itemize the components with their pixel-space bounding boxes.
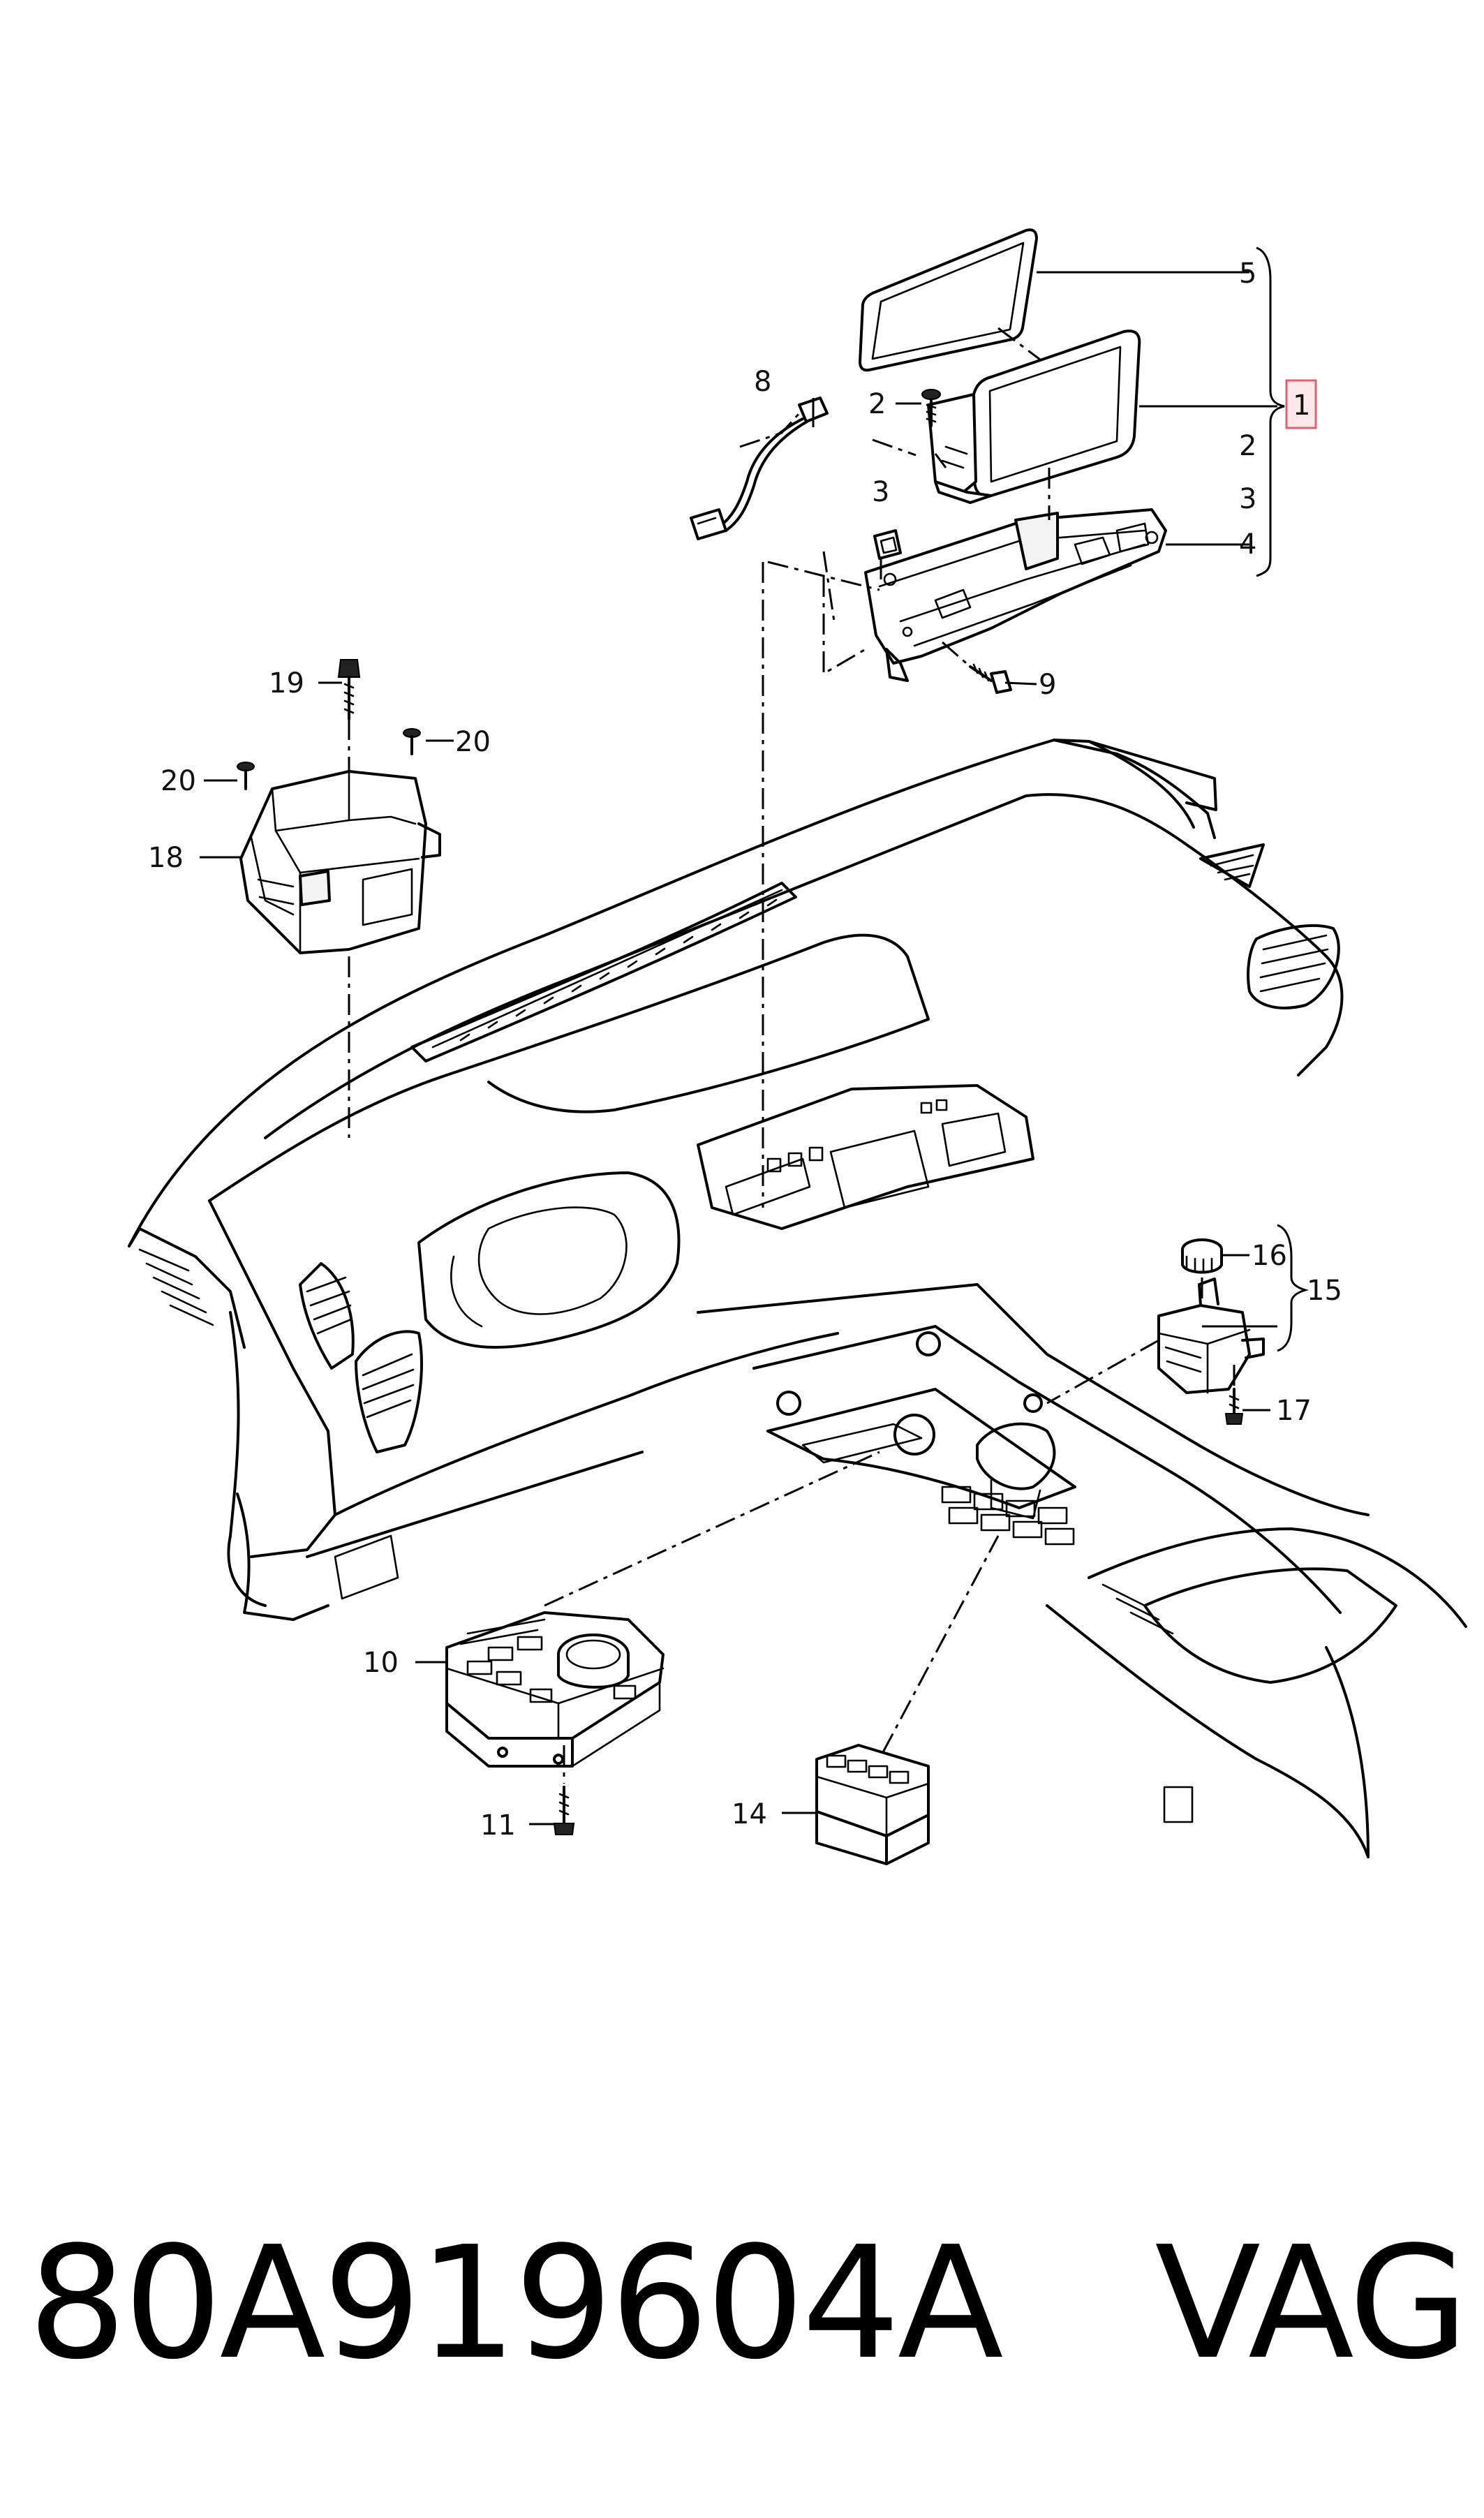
part-8-cable — [690, 397, 829, 540]
callout-19[interactable]: 19 — [269, 667, 304, 699]
part-number: 80A919604A — [28, 2214, 1004, 2394]
part-9-bolt — [969, 663, 1012, 694]
callout-3-part[interactable]: 3 — [872, 476, 889, 508]
callout-17[interactable]: 17 — [1276, 1395, 1312, 1427]
part-11-screw — [553, 1786, 575, 1835]
part-19-bolt — [337, 659, 361, 720]
part-2-screw — [921, 389, 941, 427]
part-17-screw — [1224, 1388, 1244, 1425]
callout-2-top[interactable]: 2 — [868, 388, 886, 420]
callout-16[interactable]: 16 — [1252, 1240, 1287, 1272]
callout-10[interactable]: 10 — [363, 1647, 399, 1679]
assembly-lines — [348, 327, 1236, 1784]
callout-11[interactable]: 11 — [480, 1809, 516, 1842]
part-5-display-cover — [859, 228, 1038, 372]
part-15-switch-assembly — [1157, 1277, 1265, 1394]
callout-2-bracket[interactable]: 2 — [1239, 430, 1256, 462]
callout-8[interactable]: 8 — [754, 366, 771, 398]
part-4-mounting-bracket — [864, 508, 1167, 682]
callout-20-right[interactable]: 20 — [455, 726, 491, 758]
callout-9[interactable]: 9 — [1039, 669, 1056, 701]
part-3-clip-nut — [873, 529, 902, 560]
part-number-caption: 80A919604A VAG — [28, 2209, 1469, 2398]
callout-4[interactable]: 4 — [1239, 528, 1256, 561]
part-18-control-module — [239, 770, 441, 954]
part-14-switch-unit — [815, 1744, 930, 1865]
brand-name: VAG — [1155, 2214, 1469, 2394]
part-16-knob — [1181, 1238, 1223, 1274]
part-10-mmi-control-unit — [445, 1611, 665, 1768]
callout-20-left[interactable]: 20 — [161, 765, 196, 797]
callout-5[interactable]: 5 — [1239, 258, 1256, 290]
selected-part-highlight — [1285, 379, 1317, 429]
part-20-screw-right — [403, 728, 421, 755]
callout-1[interactable]: 1 — [1293, 390, 1310, 422]
callout-15[interactable]: 15 — [1307, 1275, 1342, 1307]
leader-lines — [200, 246, 1309, 1825]
callout-18[interactable]: 18 — [148, 842, 184, 874]
part-1-display-unit — [927, 329, 1141, 504]
callout-3-bracket[interactable]: 3 — [1239, 483, 1256, 515]
dashboard-illustration — [128, 739, 1467, 1858]
part-20-screw-left — [237, 762, 255, 790]
callout-14[interactable]: 14 — [732, 1798, 767, 1830]
callout-labels: 1 2 2 3 3 4 5 8 9 10 11 14 15 16 17 18 1… — [148, 258, 1342, 1842]
